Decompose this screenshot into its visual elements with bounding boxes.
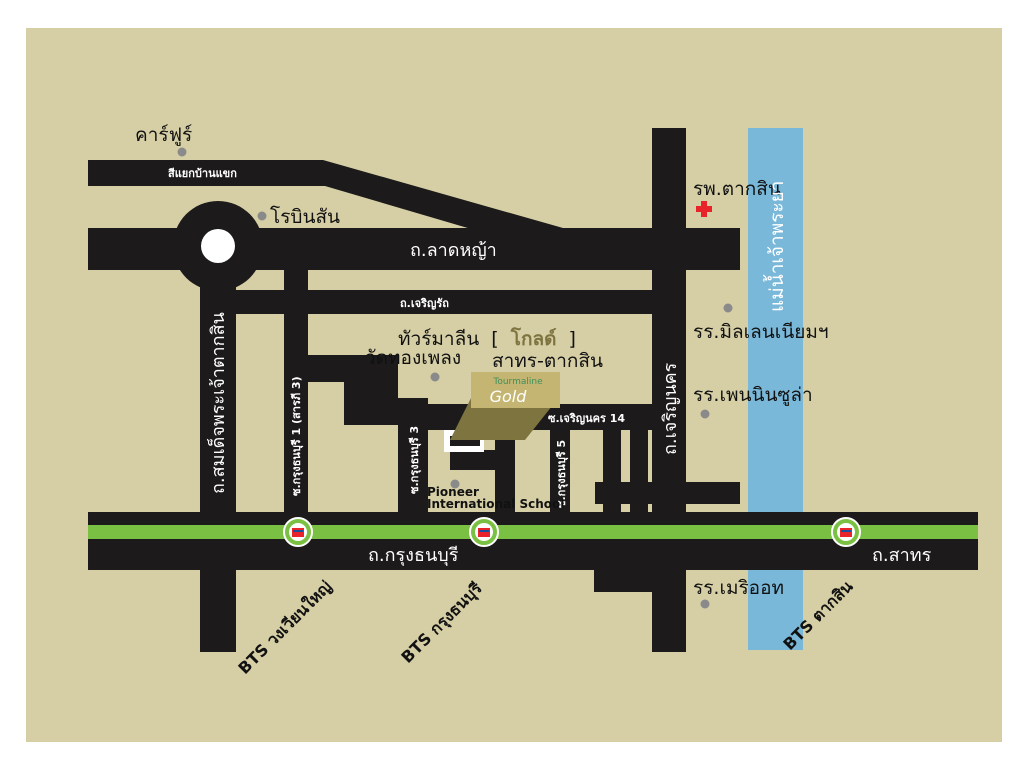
road-label-krung-thon: ถ.กรุงธนบุรี	[368, 545, 459, 566]
place-label-pioneer-1: Pioneer	[427, 485, 479, 499]
road-label-sam-yaek: สีแยกบ้านแขก	[168, 167, 237, 180]
place-label-robinson: โรบินสัน	[270, 205, 340, 228]
bts-station-wongwian-yai[interactable]	[283, 517, 313, 547]
millennium-marker	[723, 303, 733, 313]
road-label-soi-1: ซ.กรุงธนบุรี 1 (สารภี 3)	[290, 376, 304, 496]
bts-train-icon	[292, 528, 304, 537]
road-network	[88, 128, 978, 652]
road-sam-yaek	[88, 160, 563, 256]
road-soi-pioneer-link	[450, 450, 515, 470]
road-label-soi-3: ซ.กรุงธนบุรี 3	[408, 426, 422, 494]
place-label-merit: รร.เมริออท	[693, 577, 784, 599]
merit-marker	[700, 599, 710, 609]
road-soi-3	[398, 398, 428, 514]
hotel-title: ทัวร์มาลีน [ โกลด์ ]	[398, 327, 576, 350]
hotel-subtitle: สาทร-ตากสิน	[492, 350, 603, 372]
place-label-carrefour: คาร์ฟูร์	[135, 124, 192, 146]
river-label: แม่น้ำเจ้าพระยา	[763, 181, 788, 312]
place-label-millennium: รร.มิลเลนเนียมฯ	[693, 321, 829, 343]
peninsula-marker	[700, 409, 710, 419]
hotel-title-gold: โกลด์	[510, 327, 557, 350]
hotel-sign-main: Gold	[490, 387, 528, 406]
pioneer-marker	[450, 479, 460, 489]
hotel-marker[interactable]: Tourmaline Gold	[444, 372, 560, 452]
hotel-title-bracket-close: ]	[569, 328, 576, 350]
bts-station-taksin[interactable]	[831, 517, 861, 547]
bts-station-krung-thon-buri[interactable]	[469, 517, 499, 547]
robinson-marker	[257, 211, 267, 221]
road-label-charoen-nakhon: ถ.เจริญนคร	[660, 362, 681, 455]
hotel-sign	[471, 372, 560, 408]
road-somdet	[200, 262, 236, 652]
hotel-title-bracket-open: [	[491, 328, 498, 350]
road-label-lat-ya: ถ.ลาดหญ้า	[410, 240, 497, 261]
place-label-peninsula: รร.เพนนินซูล่า	[693, 384, 813, 406]
road-label-charoen-rat: ถ.เจริญรัถ	[400, 297, 449, 310]
road-krung-thon	[88, 512, 978, 570]
roundabout-center	[201, 229, 235, 263]
road-soi-5	[550, 430, 570, 514]
road-label-somdet: ถ.สมเด็จพระเจ้าตากสิน	[206, 312, 229, 494]
hotel-sign-top: Tourmaline	[492, 377, 543, 387]
wat-marker	[430, 372, 440, 382]
road-label-soi-14: ซ.เจริญนคร 14	[548, 412, 625, 425]
road-label-sathon: ถ.สาทร	[872, 545, 932, 566]
place-label-wat: วัดทองเพลง	[365, 347, 461, 369]
carrefour-marker	[177, 147, 187, 157]
hospital-icon	[696, 201, 712, 217]
bts-train-icon	[478, 528, 490, 537]
place-label-hospital: รพ.ตากสิน	[693, 178, 781, 200]
road-charoen-rat	[200, 290, 652, 314]
bts-train-icon	[840, 528, 852, 537]
road-soi-1	[284, 262, 308, 514]
place-label-pioneer-2: International School	[427, 497, 564, 511]
hotel-title-prefix: ทัวร์มาลีน	[398, 328, 479, 350]
road-label-soi-5: ซ.กรุงธนบุรี 5	[555, 440, 569, 508]
